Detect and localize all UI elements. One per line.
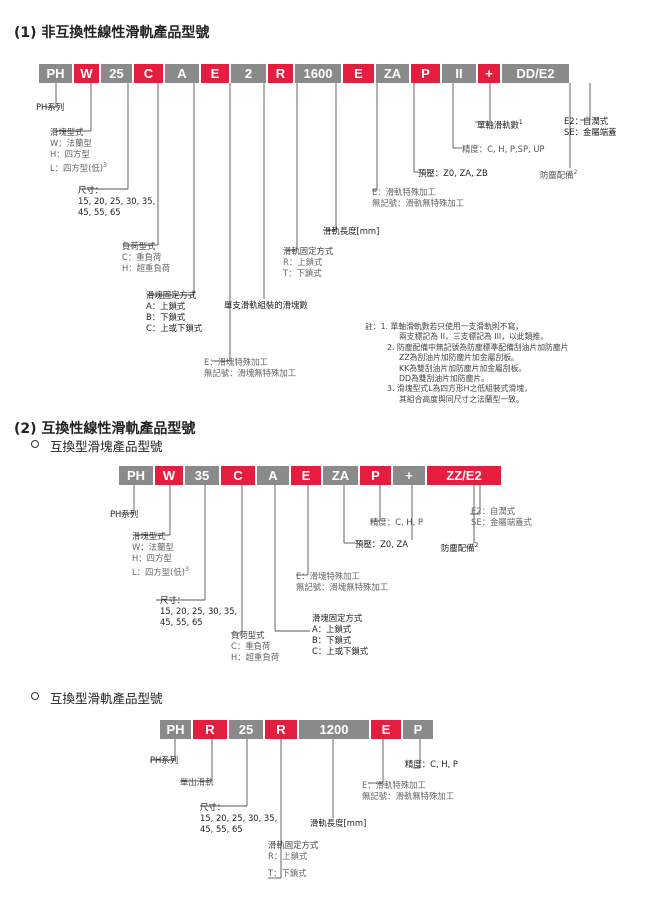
code-seg-block-mount: A	[165, 64, 201, 83]
label-preload: 預壓：Z0, ZA, ZB	[418, 168, 488, 178]
label-precision: 精度：C, H, P	[405, 759, 458, 769]
label-series: PH系列	[36, 102, 65, 112]
label-load: 負荷型式 C：重負荷 H：超重負荷	[231, 630, 280, 662]
code-seg-size: 25	[101, 64, 134, 83]
code-seg-block-special: E	[201, 64, 231, 83]
code-seg-block-type: W	[74, 64, 101, 83]
sub1-title: 互換型滑塊產品型號	[50, 439, 163, 454]
code-seg-ph: PH	[160, 720, 193, 739]
notes-block: 註：1. 單軸滑軌數若只使用一支滑軌則不寫， 兩支標記為 II，三支標記為 II…	[365, 322, 569, 404]
code-seg-rail-mount: R	[265, 720, 299, 739]
code-strip-2: PH W 35 C A E ZA P + ZZ/E2	[119, 466, 501, 485]
label-block-special: E：滑塊特殊加工 無記號：滑塊無特殊加工	[204, 357, 297, 378]
label-block-type: 滑塊型式 W：法蘭型 H：四方型 L：四方型(低)3	[132, 531, 189, 577]
code-seg-blocks-per-rail: 2	[231, 64, 268, 83]
label-rails-per-axis: 單軸滑軌數1	[477, 119, 523, 130]
section2-title: (2) 互換性線性滑軌產品型號	[14, 421, 196, 437]
code-seg-ph: PH	[39, 64, 74, 83]
label-precision: 精度：C, H, P	[370, 517, 423, 527]
code-strip-3: PH R 25 R 1200 E P	[160, 720, 433, 739]
code-seg-rail: R	[193, 720, 229, 739]
label-preload: 預壓：Z0, ZA	[355, 539, 408, 549]
code-seg-precision: P	[411, 64, 442, 83]
code-seg-preload: ZA	[323, 466, 360, 485]
code-seg-rail-special: E	[343, 64, 376, 83]
label-dust: 防塵配備2	[441, 542, 479, 553]
label-rail-special: E：滑軌特殊加工 無記號：滑軌無特殊加工	[372, 187, 465, 208]
label-single-rail: 單出滑軌	[180, 777, 214, 787]
code-strip-1: PH W 25 C A E 2 R 1600 E ZA P II + DD/E2	[39, 64, 569, 83]
label-block-type: 滑塊型式 W：法蘭型 H：四方型 L：四方型(低)3	[50, 127, 107, 173]
label-rail-length: 滑軌長度[mm]	[323, 226, 380, 236]
label-rail-mount: 滑軌固定方式 R：上鎖式 T：下鎖式	[268, 840, 319, 878]
code-seg-block-mount: A	[257, 466, 291, 485]
label-block-mount: 滑塊固定方式 A：上鎖式 B：下鎖式 C：上或下鎖式	[312, 613, 369, 656]
label-size: 尺寸： 15, 20, 25, 30, 35, 45, 55, 65	[78, 185, 156, 217]
code-seg-plus: +	[393, 466, 427, 485]
label-size: 尺寸： 15, 20, 25, 30, 35, 45, 55, 65	[160, 595, 238, 627]
label-dust: 防塵配備2	[540, 169, 578, 180]
label-rail-mount: 滑軌固定方式 R：上鎖式 T：下鎖式	[283, 246, 334, 278]
label-size: 尺寸： 15, 20, 25, 30, 35, 45, 55, 65	[200, 802, 278, 834]
label-series: PH系列	[150, 755, 179, 765]
code-seg-block-special: E	[291, 466, 323, 485]
code-seg-rails-per-axis: II	[442, 64, 478, 83]
section1-title: (1) 非互換性線性滑軌產品型號	[14, 25, 210, 41]
label-blocks-per-rail: 單支滑軌組裝的滑塊數	[224, 300, 308, 310]
label-rail-length: 滑軌長度[mm]	[310, 818, 367, 828]
code-seg-load: C	[221, 466, 257, 485]
code-seg-size: 35	[185, 466, 221, 485]
label-precision: 精度：C, H, P,SP, UP	[462, 144, 545, 154]
label-series: PH系列	[110, 509, 139, 519]
sub2-title: 互換型滑軌產品型號	[50, 691, 163, 706]
label-dust-codes: E2：自潤式 SE：金屬端蓋式	[471, 506, 532, 527]
bullet-icon	[31, 692, 39, 700]
label-block-mount: 滑塊固定方式 A：上鎖式 B：下鎖式 C：上或下鎖式	[146, 290, 203, 333]
code-seg-rail-length: 1600	[295, 64, 343, 83]
label-block-special: E：滑塊特殊加工 無記號：滑塊無特殊加工	[296, 571, 389, 592]
label-load: 負荷型式 C：重負荷 H：超重負荷	[122, 241, 171, 273]
bullet-icon	[31, 440, 39, 448]
code-seg-precision: P	[360, 466, 393, 485]
code-seg-dust: DD/E2	[502, 64, 569, 83]
code-seg-size: 25	[229, 720, 265, 739]
code-seg-preload: ZA	[376, 64, 411, 83]
label-rail-special: E：滑軌特殊加工 無記號：滑軌無特殊加工	[362, 780, 455, 801]
code-seg-precision: P	[403, 720, 433, 739]
code-seg-plus: +	[478, 64, 502, 83]
code-seg-dust: ZZ/E2	[427, 466, 501, 485]
code-seg-rail-special: E	[371, 720, 403, 739]
code-seg-block-type: W	[155, 466, 185, 485]
code-seg-rail-length: 1200	[299, 720, 371, 739]
code-seg-rail-mount: R	[268, 64, 295, 83]
code-seg-load: C	[134, 64, 165, 83]
code-seg-ph: PH	[119, 466, 155, 485]
label-dust-codes: E2：自潤式 SE：金屬端蓋	[564, 116, 617, 137]
